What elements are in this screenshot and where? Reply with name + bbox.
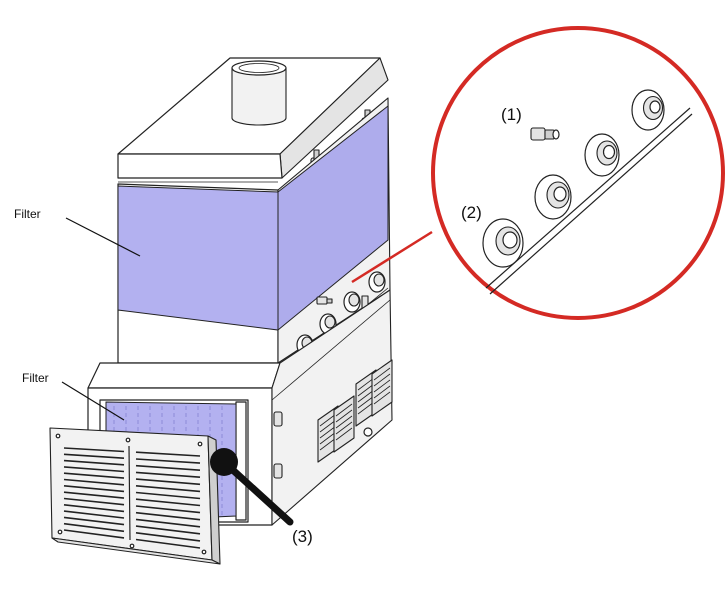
label-callout-3: (3) — [292, 527, 313, 546]
vent-grille — [371, 359, 393, 417]
text-labels: Filter Filter (1) (2) (3) — [14, 105, 522, 546]
grille-slat — [135, 491, 201, 500]
detail-connector — [530, 127, 560, 141]
leader-lines — [61, 217, 141, 421]
detail-nozzle — [584, 133, 620, 177]
grille-slat — [63, 447, 125, 453]
grille-slat — [135, 471, 201, 478]
grille-slat — [135, 498, 201, 507]
detail-nozzle — [534, 174, 572, 220]
grille-slat — [63, 466, 125, 473]
detail-magnifier — [351, 26, 725, 320]
small-connector — [316, 296, 333, 305]
door-hinge-lower — [273, 463, 283, 479]
label-callout-2: (2) — [461, 203, 482, 222]
grille-slat — [63, 504, 125, 513]
magnifier-pointer — [351, 230, 433, 284]
grille-slat — [63, 497, 125, 506]
vent-grille — [333, 395, 355, 453]
grille-slat — [135, 458, 201, 464]
grille-slat — [63, 478, 125, 486]
grille-slat — [135, 485, 201, 493]
grille-slat — [135, 478, 201, 486]
grille-slat — [63, 472, 125, 479]
callout-3-knob — [210, 448, 294, 526]
zoom-circle-icon — [431, 26, 725, 320]
grille-slat — [135, 525, 201, 535]
grille-slat — [135, 518, 201, 528]
grille-slat — [63, 459, 125, 466]
grille-slat — [63, 522, 125, 533]
detail-nozzle — [482, 218, 524, 268]
grille-slat — [135, 505, 201, 514]
grille-slat — [63, 529, 125, 539]
door-hinge-upper — [273, 411, 283, 427]
detail-rail — [485, 107, 693, 295]
detail-nozzle — [631, 89, 665, 131]
side-vents — [317, 359, 393, 463]
grille-slat — [63, 453, 125, 459]
grille-slat — [63, 516, 125, 526]
grille-slat — [63, 510, 125, 519]
label-filter-lower: Filter — [22, 371, 49, 385]
leader-filter-upper — [65, 217, 141, 257]
grille-slat — [63, 485, 125, 493]
grille-slat — [135, 451, 201, 457]
upper-filter-front — [117, 185, 279, 331]
grille-slats — [63, 447, 201, 549]
upper-filter — [117, 104, 389, 332]
label-filter-upper: Filter — [14, 207, 41, 221]
grille-slat — [135, 511, 201, 521]
grille-slat — [135, 532, 201, 542]
grille-slat — [135, 464, 201, 471]
nozzle — [368, 271, 386, 293]
grille-slat — [63, 491, 125, 499]
exhaust-pipe — [231, 60, 287, 126]
grille-slat — [135, 538, 201, 549]
label-callout-1: (1) — [501, 105, 522, 124]
upper-filter-side — [277, 104, 389, 332]
front-grille-panel — [49, 427, 221, 565]
leader-filter-lower — [61, 381, 125, 421]
